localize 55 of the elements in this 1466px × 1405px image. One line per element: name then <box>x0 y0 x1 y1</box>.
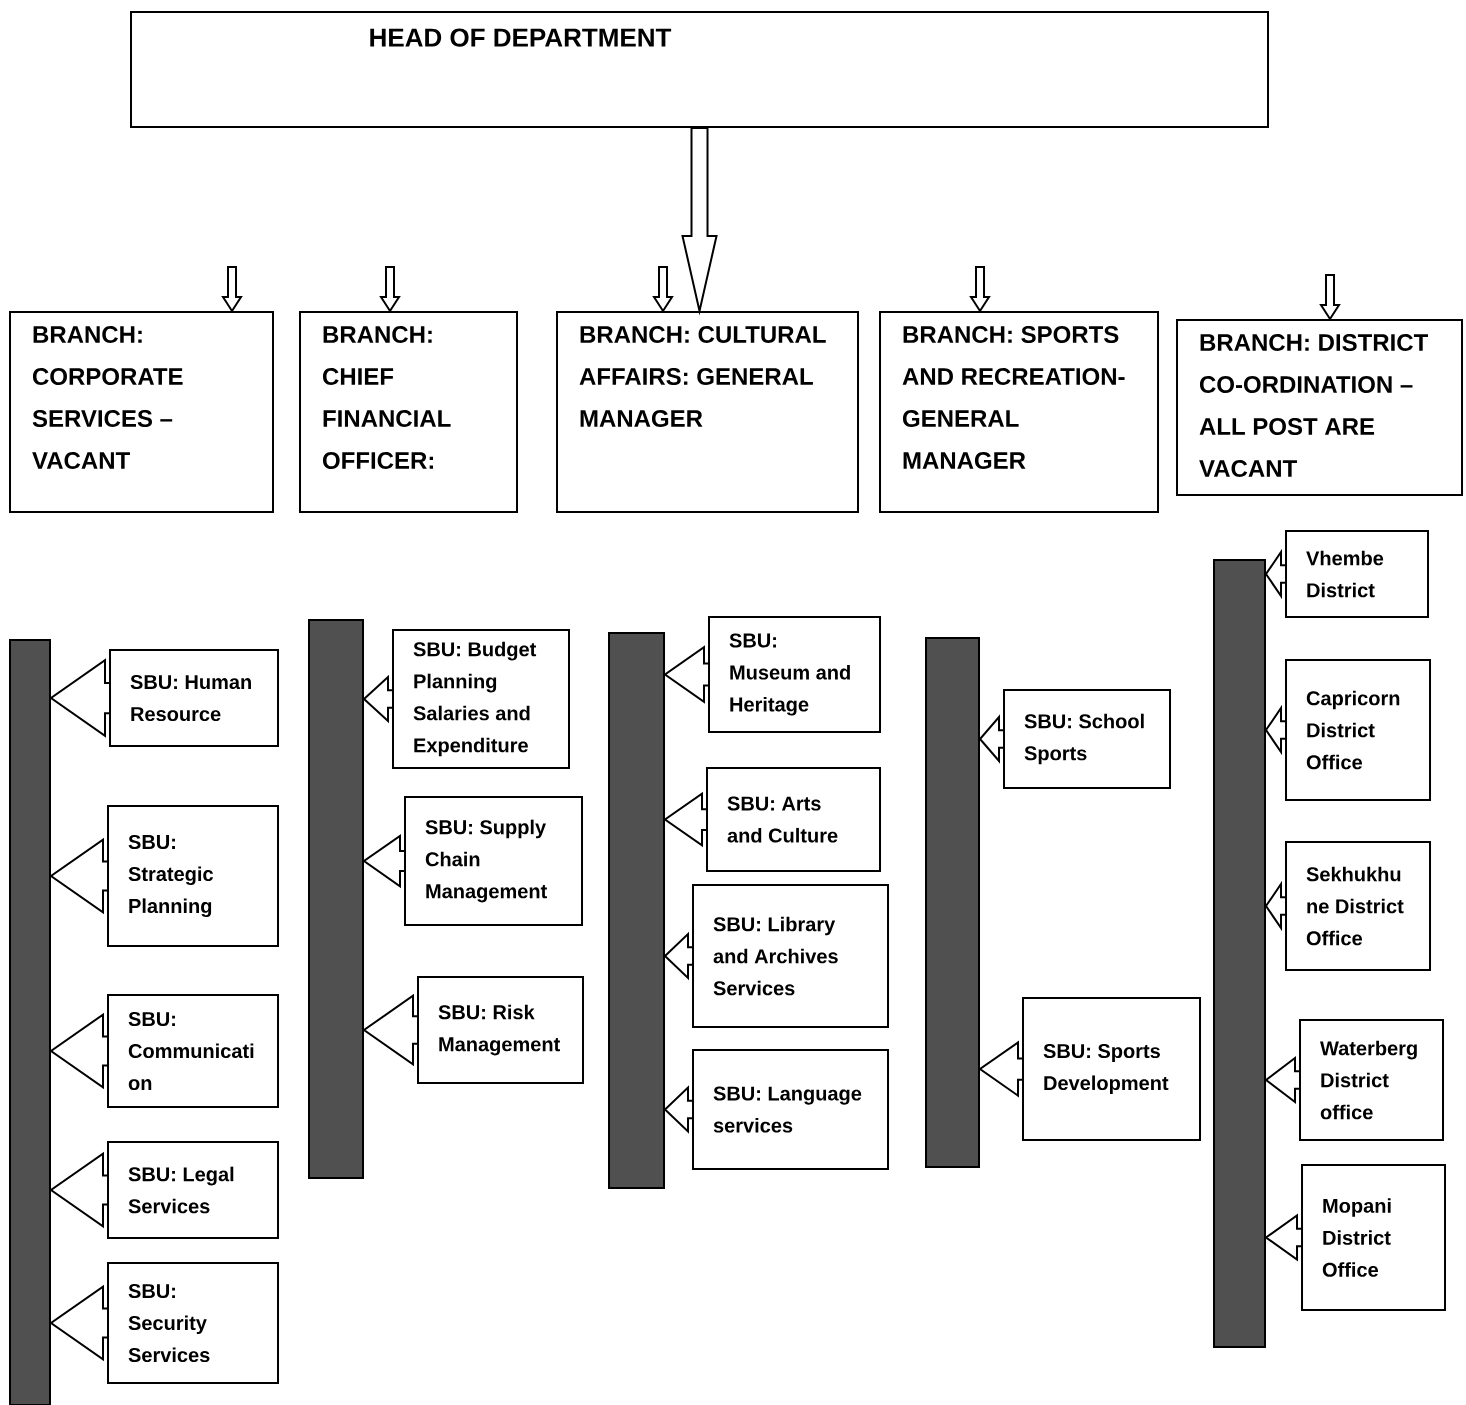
branch-box: BRANCH: SPORTS AND RECREATION-GENERAL MANAGER <box>879 311 1159 513</box>
vertical-bar <box>925 637 980 1168</box>
sbu-box: SBU: School Sports <box>1003 689 1171 789</box>
block-arrow <box>978 1040 1023 1098</box>
sbu-box: SBU: Risk Management <box>417 976 584 1084</box>
block-arrow <box>1264 880 1286 932</box>
block-arrow <box>49 1012 108 1090</box>
block-arrow <box>49 658 110 738</box>
vertical-bar <box>1213 559 1266 1348</box>
sbu-box: SBU: Museum and Heritage <box>708 616 881 733</box>
sbu-box: SBU: Security Services <box>107 1262 279 1384</box>
branch-box: BRANCH: CORPORATE SERVICES – VACANT <box>9 311 274 513</box>
block-arrow <box>663 645 709 704</box>
block-arrow <box>362 833 405 889</box>
sbu-box: SBU: Budget Planning Salaries and Expenditure <box>392 629 570 769</box>
block-arrow <box>362 993 418 1067</box>
block-arrow <box>362 674 393 724</box>
head-box: HEAD OF DEPARTMENT <box>130 11 1269 128</box>
block-arrow <box>663 931 693 981</box>
block-arrow <box>1264 548 1286 600</box>
sbu-box: SBU: Sports Development <box>1022 997 1201 1141</box>
block-arrow <box>49 837 108 915</box>
vertical-bar <box>308 619 364 1179</box>
down-arrow <box>652 266 674 313</box>
block-arrow <box>663 791 707 848</box>
sbu-box: Mopani District Office <box>1301 1164 1446 1311</box>
branch-box: BRANCH: CHIEF FINANCIAL OFFICER: <box>299 311 518 513</box>
block-arrow <box>663 1085 693 1134</box>
sbu-box: SBU: Communicati on <box>107 994 279 1108</box>
sbu-box: Capricorn District Office <box>1285 659 1431 801</box>
branch-box: BRANCH: DISTRICT CO-ORDINATION – ALL POST ARE VACANT <box>1176 319 1463 496</box>
block-arrow <box>1264 1213 1302 1262</box>
sbu-box: SBU: Arts and Culture <box>706 767 881 872</box>
down-arrow <box>379 266 401 313</box>
sbu-box: SBU: Language services <box>692 1049 889 1170</box>
down-arrow <box>1319 274 1341 321</box>
sbu-box: SBU: Library and Archives Services <box>692 884 889 1028</box>
block-arrow <box>978 714 1004 764</box>
block-arrow <box>49 1284 108 1362</box>
vertical-bar <box>9 639 51 1405</box>
sbu-box: SBU: Legal Services <box>107 1141 279 1239</box>
sbu-box: SBU: Strategic Planning <box>107 805 279 947</box>
sbu-box: Waterberg District office <box>1299 1019 1444 1141</box>
sbu-box: Vhembe District <box>1285 530 1429 618</box>
block-arrow <box>681 127 718 316</box>
block-arrow <box>1264 1056 1300 1105</box>
vertical-bar <box>608 632 665 1189</box>
down-arrow <box>221 266 243 313</box>
sbu-box: Sekhukhu ne District Office <box>1285 841 1431 971</box>
sbu-box: SBU: Human Resource <box>109 649 279 747</box>
down-arrow <box>969 266 991 313</box>
block-arrow <box>1264 704 1286 756</box>
branch-box: BRANCH: CULTURAL AFFAIRS: GENERAL MANAGER <box>556 311 859 513</box>
sbu-box: SBU: Supply Chain Management <box>404 796 583 926</box>
block-arrow <box>49 1151 108 1229</box>
